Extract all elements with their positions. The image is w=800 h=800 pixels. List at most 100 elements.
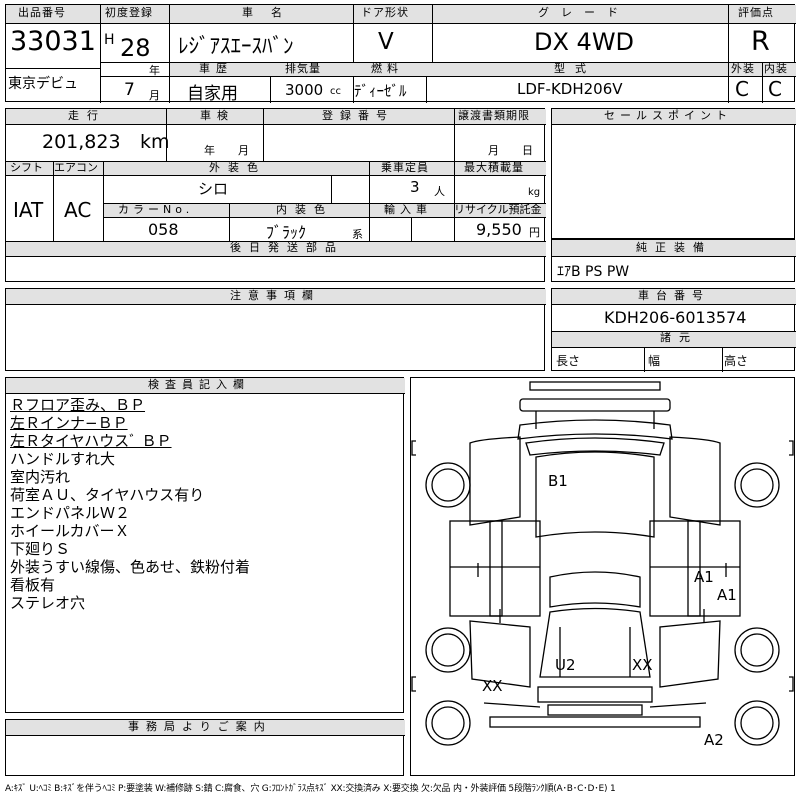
inspector-title: 検査員記入欄 (148, 378, 250, 391)
import-label: 輸入車 (384, 203, 432, 216)
fuel: ﾃﾞｨｰｾﾞﾙ (354, 82, 407, 100)
model-label: 型式 (554, 62, 596, 75)
debut-label: 東京デビュ (8, 76, 78, 92)
year-unit: 年 (149, 64, 160, 77)
max-load-unit: kg (528, 187, 541, 198)
ac-label: エアコン (54, 161, 98, 174)
grade: DX 4WD (534, 28, 635, 56)
ext-color: シロ (198, 180, 229, 198)
ac: AC (64, 198, 92, 222)
ext-color-label: 外装色 (209, 161, 266, 174)
model: LDF-KDH206V (517, 80, 623, 98)
office-frame (5, 719, 405, 776)
sales-point-frame (551, 108, 796, 239)
length-label: 長さ (556, 354, 581, 368)
max-load-label: 最大積載量 (464, 161, 524, 174)
lot-number: 33031 (10, 26, 96, 57)
width-label: 幅 (648, 354, 661, 368)
damage-mark: XX (482, 677, 503, 695)
damage-mark: B1 (548, 472, 568, 490)
note-line: 荷室ＡＵ、タイヤハウス有り (10, 486, 205, 504)
color-no: 058 (148, 220, 179, 239)
office-label: 事務局よりご案内 (128, 720, 272, 733)
displacement: 3000 (285, 81, 324, 99)
damage-mark: XX (632, 656, 653, 674)
mileage-label: 走行 (68, 109, 106, 122)
note-line: 左Ｒタイヤハウスﾞ ＢＰ (10, 432, 172, 450)
van-damage-diagram (411, 381, 794, 746)
equipment-label: 純正装備 (636, 241, 712, 254)
displacement-label: 排気量 (285, 62, 321, 75)
equipment: ｴｱB PS PW (557, 264, 630, 280)
mileage-unit: km (140, 131, 170, 153)
displacement-unit: cc (330, 86, 341, 97)
note-line: エンドパネルＷ２ (10, 504, 131, 522)
chassis-label: 車台番号 (638, 289, 710, 302)
reg-no-label: 登録番号 (322, 109, 394, 122)
note-line: 左Ｒインナ−ＢＰ (10, 414, 128, 432)
note-line: 下廻りＳ (10, 540, 71, 558)
car-name: ﾚｼﾞｱｽｴｰｽﾊﾞﾝ (178, 34, 294, 58)
int-color-label: 内装色 (276, 203, 333, 216)
first-reg-label: 初度登録 (105, 6, 153, 19)
fuel-label: 燃料 (371, 62, 403, 75)
note-line: ハンドルすれ大 (10, 450, 116, 468)
recycle-unit: 円 (529, 226, 540, 239)
note-line: 看板有 (10, 576, 56, 594)
inspector-notes: Ｒフロア歪み、ＢＰ 左Ｒインナ−ＢＰ 左Ｒタイヤハウスﾞ ＢＰ ハンドルすれ大 … (10, 396, 250, 612)
note-line: ステレオ穴 (10, 594, 86, 612)
int-score-label: 内装 (764, 62, 788, 75)
era: H (104, 32, 115, 48)
inspection-month-unit: 月 (238, 144, 249, 157)
note-line: Ｒフロア歪み、ＢＰ (10, 396, 146, 414)
note-line: ホイールカバーＸ (10, 522, 130, 540)
later-parts-label: 後日発送部品 (230, 241, 344, 254)
int-score: C (768, 77, 782, 101)
damage-mark: A2 (704, 731, 724, 749)
equipment-frame (551, 239, 796, 282)
ext-score: C (735, 77, 749, 101)
ext-score-label: 外装 (731, 62, 755, 75)
damage-mark: A1 (717, 586, 737, 604)
mileage: 201,823 (42, 131, 121, 153)
caution-label: 注意事項欄 (230, 289, 320, 302)
note-line: 外装うすい線傷、色あせ、鉄粉付着 (10, 558, 251, 576)
legend-footer: A:ｷｽﾞ U:ﾍｺﾐ B:ｷｽﾞを伴うﾍｺﾐ P:要塗装 W:補修跡 S:錆 … (5, 784, 616, 794)
diagram-frame (410, 377, 795, 776)
capacity-unit: 人 (434, 185, 445, 198)
recycle-label: リサイクル預託金 (454, 203, 542, 216)
transfer-day-unit: 日 (522, 144, 533, 157)
chassis-number: KDH206-6013574 (604, 308, 747, 327)
history: 自家用 (187, 84, 238, 104)
damage-mark: U2 (555, 656, 576, 674)
inspection-year-unit: 年 (204, 144, 215, 157)
transfer-month-unit: 月 (488, 144, 499, 157)
capacity-label: 乗車定員 (381, 161, 429, 174)
year-value: 28 (120, 34, 151, 62)
shift: IAT (13, 198, 44, 222)
transfer-label: 譲渡書類期限 (458, 109, 530, 122)
capacity: 3 (410, 178, 420, 196)
inspector-frame (5, 377, 405, 713)
damage-mark: A1 (694, 568, 714, 586)
inspection-label: 車検 (200, 109, 234, 122)
height-label: 高さ (724, 354, 749, 368)
score-label: 評価点 (738, 6, 774, 19)
month-value: 7 (124, 80, 135, 100)
car-name-label: 車名 (242, 6, 300, 19)
caution-frame (5, 288, 546, 371)
int-color: ﾌﾞﾗｯｸ (266, 223, 307, 242)
chassis-frame (551, 288, 796, 372)
header-frame (5, 4, 796, 103)
month-unit: 月 (149, 89, 160, 102)
score: R (751, 26, 770, 57)
color-no-label: カラーNo. (118, 203, 194, 216)
grade-label: グレード (538, 6, 630, 19)
note-line: 室内汚れ (10, 468, 71, 486)
door-type: V (378, 29, 394, 55)
dims-label: 諸元 (660, 331, 698, 344)
history-label: 車歴 (199, 62, 233, 75)
door-label: ドア形状 (361, 6, 409, 19)
spec-frame (5, 108, 546, 282)
